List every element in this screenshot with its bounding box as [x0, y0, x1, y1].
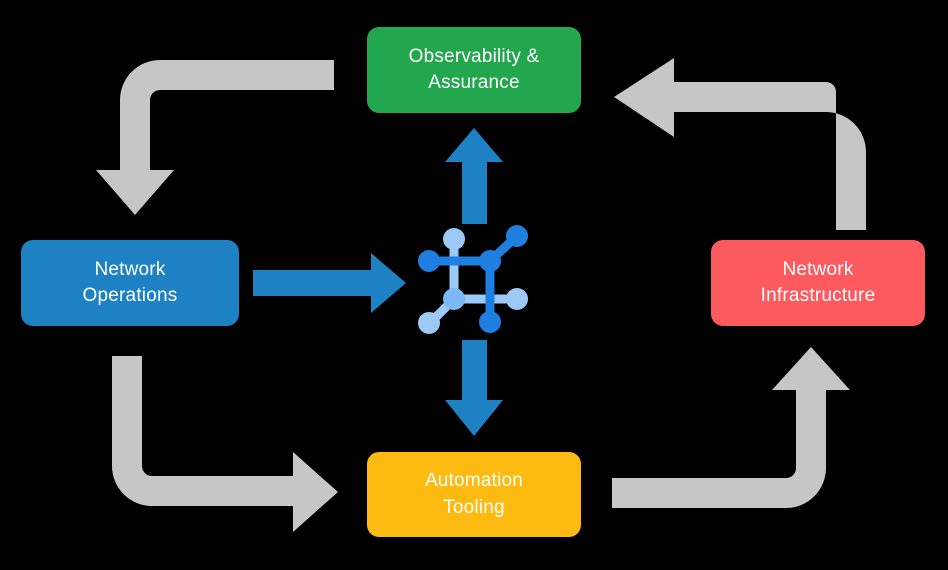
- topology-node-center-dark: [479, 250, 501, 272]
- node-network-infrastructure-label: Network Infrastructure: [760, 258, 876, 306]
- topology-node-mid-left-light: [443, 288, 465, 310]
- connector-netops-to-automation: [112, 356, 338, 532]
- node-automation-tooling-label: Automation Tooling: [424, 470, 524, 518]
- topology-node-bottom-dark: [479, 311, 501, 333]
- topology-node-left-dark: [418, 250, 440, 272]
- topology-node-bottom-left-light: [418, 312, 440, 334]
- node-observability-assurance-label: Observability & Assurance: [408, 45, 540, 93]
- connector-center-to-observability: [445, 128, 503, 224]
- connector-netops-to-center: [253, 253, 406, 313]
- network-topology-icon: [418, 225, 528, 334]
- node-automation-tooling[interactable]: Automation Tooling: [367, 452, 581, 537]
- connector-observability-to-netops: [96, 60, 334, 215]
- node-observability-assurance[interactable]: Observability & Assurance: [367, 27, 581, 113]
- node-network-infrastructure[interactable]: Network Infrastructure: [711, 240, 925, 326]
- topology-node-top-left-light: [443, 228, 465, 250]
- connector-center-to-observability-path: [445, 128, 503, 224]
- connector-netinfra-to-observability: [614, 58, 866, 230]
- connector-netops-to-center-path: [253, 253, 406, 313]
- topology-node-right-light: [506, 288, 528, 310]
- connector-center-to-automation: [445, 340, 503, 436]
- connector-center-to-automation-path: [445, 340, 503, 436]
- connector-netops-to-automation-path: [112, 356, 338, 532]
- node-network-operations-label: Network Operations: [82, 258, 178, 306]
- connector-automation-to-netinfra: [612, 347, 850, 508]
- node-network-operations[interactable]: Network Operations: [21, 240, 239, 326]
- connector-automation-to-netinfra-path: [612, 347, 850, 508]
- topology-node-top-right-dark: [506, 225, 528, 247]
- connector-observability-to-netops-path: [96, 60, 334, 215]
- connector-netinfra-to-observability-path: [614, 58, 866, 230]
